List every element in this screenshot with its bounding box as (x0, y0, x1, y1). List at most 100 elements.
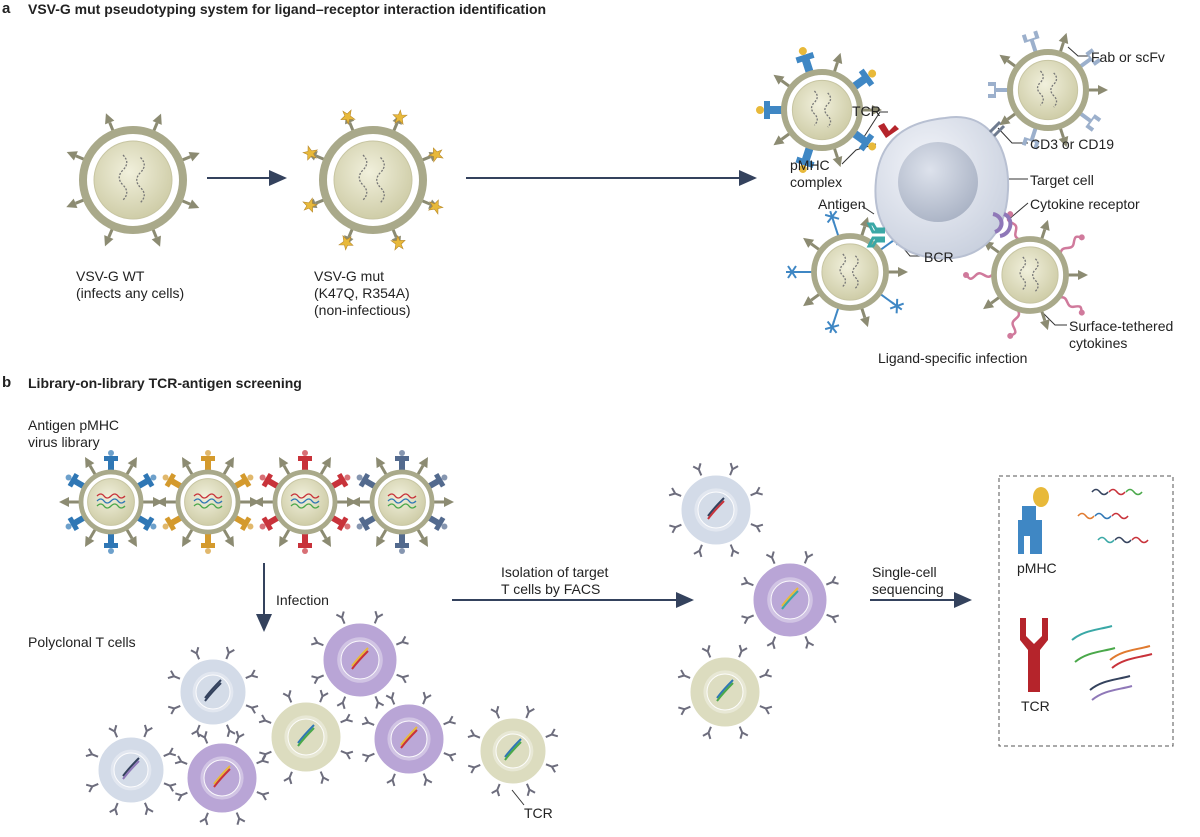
vsvg-stalk (379, 528, 388, 540)
vsvg-stalk (810, 242, 821, 251)
library-peptide (399, 450, 405, 456)
rna-strand (810, 90, 818, 126)
leader-tcr (861, 111, 888, 141)
tcr-sequence-read (1071, 625, 1113, 641)
vsvg-head (85, 535, 95, 548)
virus-spike (1079, 48, 1102, 69)
virus-core (184, 478, 232, 526)
virus-spike (350, 497, 370, 507)
virus-spike (319, 528, 331, 548)
tcell-purple-1 (174, 730, 270, 826)
virus-spike (824, 307, 840, 334)
library-rna (193, 503, 223, 509)
tcell-purple-2 (310, 610, 410, 710)
vsvg-stalk (990, 296, 1001, 305)
mut-star (340, 109, 356, 126)
leader-antigen (861, 205, 875, 215)
target-cell-receptors (866, 120, 1013, 248)
vsvg-stalk (282, 528, 291, 540)
mut-star (338, 234, 354, 251)
virus-spike (1060, 296, 1085, 316)
tcr-sequence-read (1091, 685, 1133, 701)
vsvg-stalk (222, 528, 231, 540)
vsvg-stalk (282, 464, 291, 476)
vsvg-stalk (1058, 41, 1065, 53)
sequence-read (1077, 512, 1095, 520)
virus-spike (222, 456, 234, 476)
virus-cytokine (963, 211, 1088, 339)
library-peptide (441, 474, 448, 481)
vsvg-stalk (125, 464, 134, 476)
extras-layer (998, 475, 1174, 747)
virus-spike (428, 515, 448, 532)
library-pmhc (395, 456, 409, 470)
vsvg-head (188, 199, 200, 209)
virus-envelope (78, 469, 144, 535)
antigen-stalk (832, 220, 840, 237)
virus-spike (85, 456, 97, 476)
panel-a-title: VSV-G mut pseudotyping system for ligand… (28, 1, 547, 17)
virus-core (821, 243, 879, 301)
vsvg-stalk (88, 464, 97, 476)
vsvg-head (127, 535, 137, 548)
pmhc-receptor (795, 52, 815, 74)
library-virus (350, 450, 454, 554)
tcr-gene-strand (504, 738, 522, 758)
virus-core (281, 478, 329, 526)
tcell-purple-3 (361, 691, 457, 787)
virus-core (93, 140, 173, 220)
rna-strand (1050, 72, 1058, 108)
virus-spike (162, 472, 182, 489)
virus-spike (1059, 234, 1085, 254)
mut-star (427, 147, 444, 163)
virus-spike (1088, 85, 1108, 95)
vsvg-head (832, 156, 843, 168)
vsvg-stalk (319, 464, 328, 476)
virus-spike (803, 237, 821, 251)
library-rna (387, 493, 417, 499)
vsvg-head (350, 497, 360, 507)
virus-spike (1040, 310, 1050, 331)
library-pmhc (395, 534, 409, 548)
virus-spike (1007, 310, 1021, 339)
antigen-peptide (868, 69, 877, 78)
virus-spike (862, 105, 882, 115)
library-pmhc (164, 515, 182, 532)
library-peptide (356, 523, 363, 530)
sequencing-box (998, 475, 1174, 747)
pmhc-receptor (795, 146, 815, 168)
library-pmhc (67, 515, 85, 532)
library-pmhc (137, 515, 155, 532)
library-pmhc (261, 515, 279, 532)
virus-spike (222, 528, 234, 548)
library-label: Antigen pMHC virus library (28, 417, 120, 450)
virus-fab (988, 30, 1108, 150)
virus-core (378, 478, 426, 526)
virus-spike (182, 528, 194, 548)
library-rna (96, 503, 126, 509)
mut-star (390, 234, 406, 251)
cd3-cd19-label: CD3 or CD19 (1030, 136, 1115, 152)
virus-envelope (79, 126, 187, 234)
vsvg-head (1040, 219, 1050, 231)
target-cell-label: Target cell (1030, 172, 1094, 188)
virus-spike (416, 456, 428, 476)
virus-spike (376, 456, 388, 476)
antigen-star (786, 265, 798, 279)
antigen-peptide (798, 47, 807, 56)
cells-layer (85, 115, 1013, 826)
vsvg-head (151, 235, 161, 247)
library-rna (290, 503, 320, 509)
virus-spike (125, 456, 137, 476)
library-pmhc (331, 472, 349, 489)
vsvg-head (860, 216, 870, 228)
tcr-gene-strand (213, 768, 231, 788)
virus-spike (963, 272, 993, 280)
sorted-tcell-olive (677, 644, 773, 740)
tcell-olive-2 (467, 705, 559, 797)
library-peptide (205, 450, 211, 456)
vsvg-head (182, 456, 192, 469)
virus-spike (888, 267, 908, 277)
sequence-read (1094, 512, 1112, 520)
panel-b-label: b (2, 374, 12, 391)
